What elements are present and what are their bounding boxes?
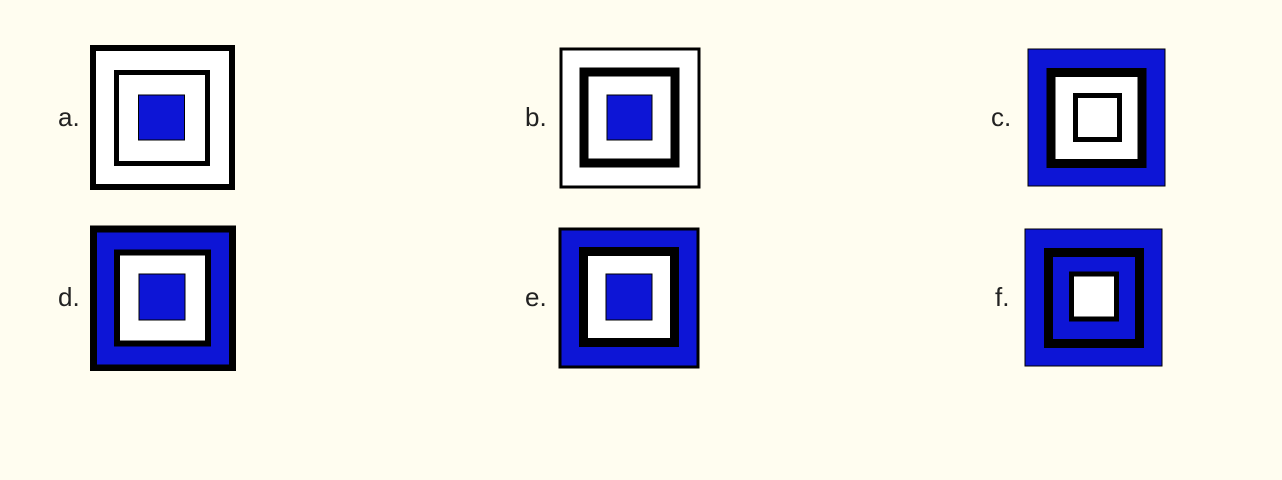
- figure-b-inner-square: [606, 94, 653, 141]
- figure-d-inner-square: [138, 273, 186, 321]
- figure-e-inner-square: [605, 273, 653, 321]
- option-figure-e[interactable]: [558, 227, 700, 369]
- figure-c-inner-square: [1073, 93, 1122, 142]
- figure-a-inner-square: [138, 94, 185, 141]
- option-label-d: d.: [58, 282, 80, 312]
- option-label-c: c.: [991, 102, 1012, 132]
- figure-f-inner-square: [1069, 271, 1119, 322]
- option-figure-a[interactable]: [90, 45, 235, 190]
- option-label-a: a.: [58, 102, 80, 132]
- option-figure-d[interactable]: [90, 225, 236, 371]
- option-label-b: b.: [525, 102, 547, 132]
- option-label-e: e.: [525, 282, 547, 312]
- option-figure-b[interactable]: [559, 47, 701, 189]
- option-figure-c[interactable]: [1027, 48, 1166, 187]
- option-label-f: f.: [995, 282, 1010, 312]
- option-figure-f[interactable]: [1024, 228, 1163, 367]
